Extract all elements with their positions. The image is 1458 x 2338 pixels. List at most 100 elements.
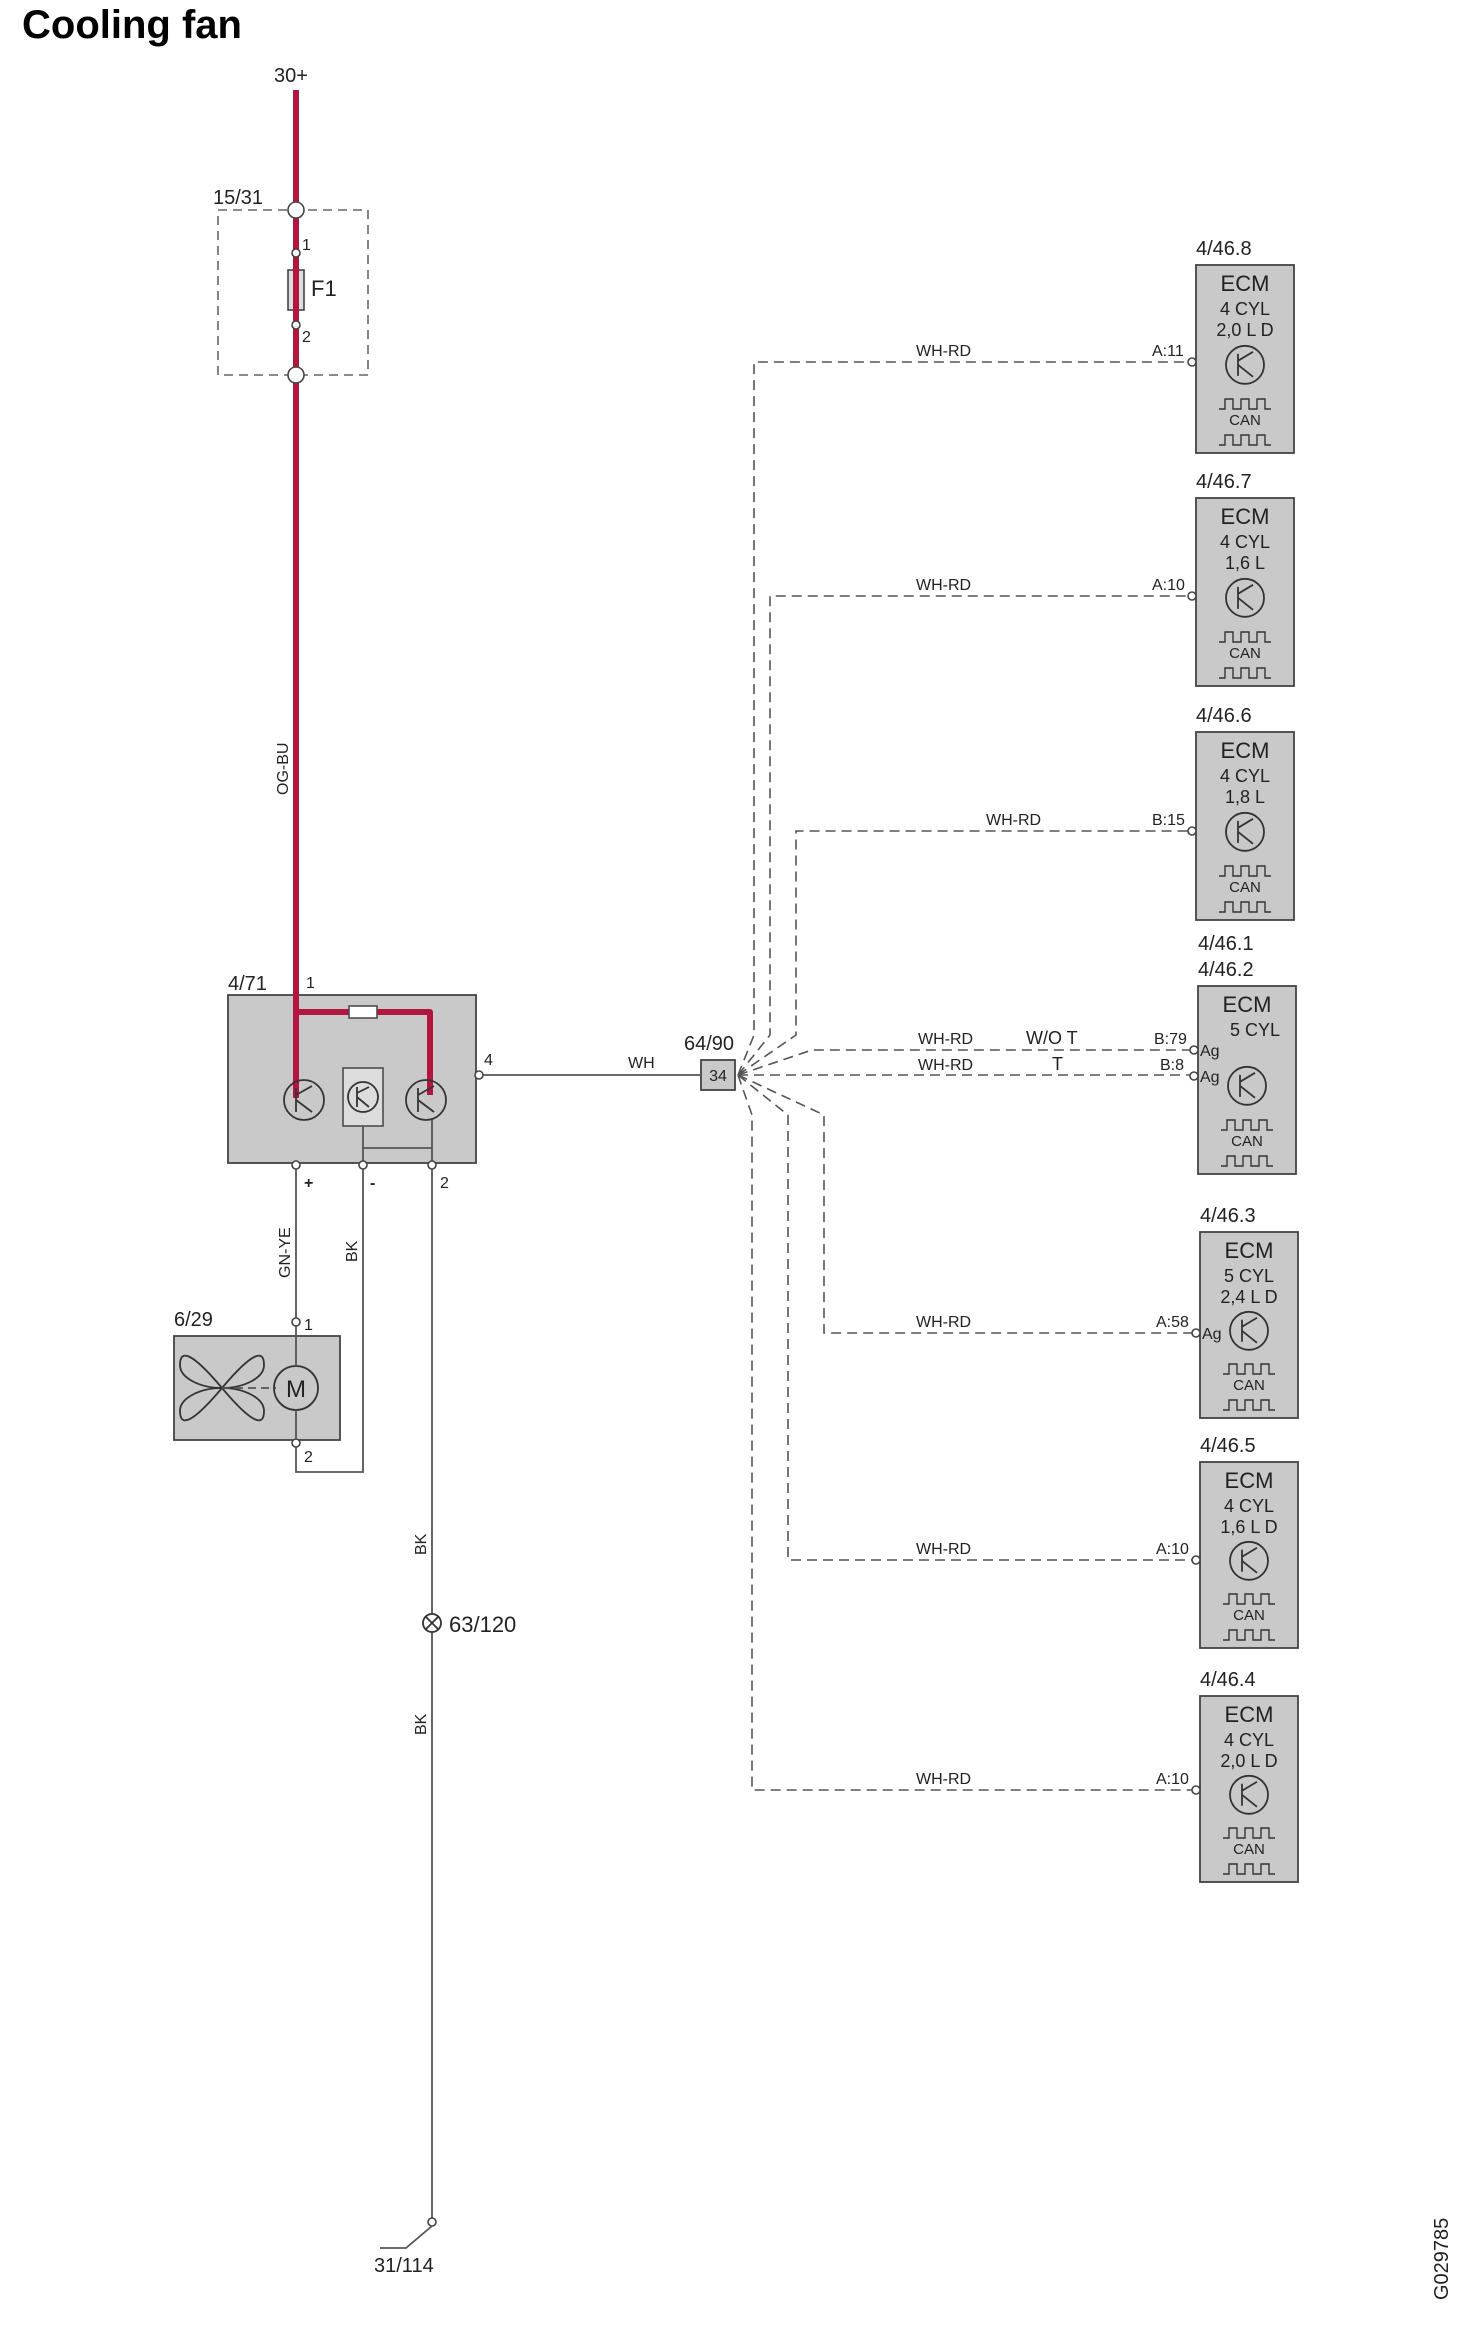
motor-plus-wire-label: GN-YE [277, 1227, 294, 1278]
ecm-signal-wire [737, 1074, 1196, 1561]
ecm-title: ECM [1223, 992, 1272, 1017]
fuse-label: F1 [311, 276, 337, 301]
motor-m-glyph: M [286, 1376, 306, 1403]
ecm-signal-wire [737, 361, 1192, 1076]
ecm-can-label: CAN [1231, 1133, 1263, 1150]
fan-module-minus-node [358, 1160, 368, 1170]
ecm-transistor-icon [1229, 1540, 1269, 1581]
ecm-pin-label-2: B:8 [1160, 1057, 1184, 1074]
can-wave-top-icon [1223, 1827, 1275, 1839]
ecm-pin-node [1191, 1555, 1201, 1565]
ecm-wire-label: WH-RD [918, 1031, 973, 1048]
ecm-box [1199, 1461, 1299, 1649]
ecm-variant-line: 4 CYL [1220, 766, 1270, 786]
can-wave-bottom-icon [1221, 1155, 1273, 1167]
transistor-right-lines [417, 1085, 435, 1113]
ecm-box [1199, 1231, 1299, 1419]
ecm-pin-node [1187, 357, 1197, 367]
ecm-transistor-lines [1239, 1072, 1256, 1099]
ecm-wire-label: WH-RD [916, 1771, 971, 1788]
transistor-right-icon [405, 1079, 447, 1121]
supply-terminal-label: 30+ [274, 65, 308, 87]
fuse-box-label: 15/31 [213, 187, 263, 209]
ecm-id-label: 4/46.3 [1200, 1205, 1256, 1227]
ecm-pin-label: A:10 [1152, 577, 1185, 594]
ecm-title: ECM [1221, 271, 1270, 296]
splice-pin: 34 [709, 1068, 727, 1085]
ecm-ag-label: Ag [1200, 1043, 1220, 1060]
ecm-wire-label: WH-RD [916, 1314, 971, 1331]
ecm-note-label-2: T [1052, 1054, 1063, 1074]
fuse-connector-top [287, 201, 305, 219]
ecm-pin-node [1187, 591, 1197, 601]
ecm-can-label: CAN [1229, 645, 1261, 662]
ground-terminal-symbol [380, 2225, 433, 2249]
fan-module-ground-node [427, 1160, 437, 1170]
ground-wire-label-top: BK [413, 1533, 430, 1555]
ecm-wire-label-2: WH-RD [918, 1057, 973, 1074]
can-wave-top-icon [1219, 631, 1271, 643]
can-wave-top-icon [1219, 865, 1271, 877]
can-wave-bottom-icon [1219, 667, 1271, 679]
ecm-transistor-icon [1225, 811, 1265, 852]
ecm-pin-node [1189, 1045, 1199, 1055]
ecm-transistor-icon [1225, 577, 1265, 618]
ecm-wire-label: WH-RD [916, 343, 971, 360]
supply-wire-label: OG-BU [275, 743, 292, 795]
ecm-id-label: 4/46.6 [1196, 705, 1252, 727]
fan-blade-icon [179, 1354, 265, 1422]
ecm-box [1197, 985, 1297, 1175]
ecm-id-label: 4/46.4 [1200, 1669, 1256, 1691]
fuse-pin-out-node [291, 320, 301, 330]
ecm-title: ECM [1225, 1702, 1274, 1727]
ecm-title: ECM [1225, 1238, 1274, 1263]
fan-module-pin-ground: 2 [440, 1175, 449, 1192]
ecm-id-label: 4/46.1 [1198, 933, 1254, 955]
can-wave-top-icon [1223, 1363, 1275, 1375]
ecm-ag-label: Ag [1202, 1326, 1222, 1343]
ecm-variant-line: 1,6 L [1225, 553, 1265, 573]
fuse-pin-in: 1 [302, 237, 311, 254]
ecm-wire-label: WH-RD [916, 577, 971, 594]
ecm-transistor-icon [1229, 1774, 1269, 1815]
ecm-title: ECM [1225, 1468, 1274, 1493]
transistor-left-icon [283, 1079, 325, 1121]
ecm-variant-line: 5 CYL [1230, 1020, 1280, 1040]
transistor-left-lines [295, 1085, 313, 1113]
fan-module-label: 4/71 [228, 973, 267, 995]
ecm-id-label: 4/46.8 [1196, 238, 1252, 260]
fuse-connector-bottom [287, 366, 305, 384]
can-wave-bottom-icon [1223, 1399, 1275, 1411]
module-resistor [348, 1005, 378, 1019]
ecm-transistor-lines [1241, 1547, 1258, 1574]
ecm-id-label-2: 4/46.2 [1198, 959, 1254, 981]
motor-pin-2: 2 [304, 1449, 313, 1466]
can-wave-top-icon [1221, 1119, 1273, 1131]
ground-wire-label-bottom: BK [413, 1713, 430, 1735]
fan-module-pin-plus: + [304, 1175, 313, 1192]
ecm-pin-label: B:79 [1154, 1031, 1187, 1048]
ecm-pin-node-2 [1189, 1071, 1199, 1081]
ecm-signal-wire [737, 1074, 1196, 1334]
fuse-pin-in-node [291, 248, 301, 258]
ecm-id-label: 4/46.7 [1196, 471, 1252, 493]
ecm-pin-node [1191, 1328, 1201, 1338]
fan-motor [173, 1335, 341, 1441]
ecm-pin-label: B:15 [1152, 812, 1185, 829]
can-wave-bottom-icon [1223, 1629, 1275, 1641]
ecm-id-label: 4/46.5 [1200, 1435, 1256, 1457]
fan-module-pin-minus: - [370, 1175, 375, 1192]
ground-point-cross [424, 1615, 440, 1631]
splice-label: 64/90 [684, 1033, 734, 1055]
ecm-variant-line: 4 CYL [1224, 1496, 1274, 1516]
ecm-box [1195, 731, 1295, 921]
can-wave-top-icon [1223, 1593, 1275, 1605]
ecm-variant-line: 1,8 L [1225, 787, 1265, 807]
signal-wire-label: WH [628, 1055, 655, 1072]
ecm-transistor-lines [1241, 1781, 1258, 1808]
ecm-transistor-lines [1237, 351, 1254, 378]
can-wave-bottom-icon [1219, 434, 1271, 446]
ecm-note-label: W/O T [1026, 1028, 1078, 1048]
